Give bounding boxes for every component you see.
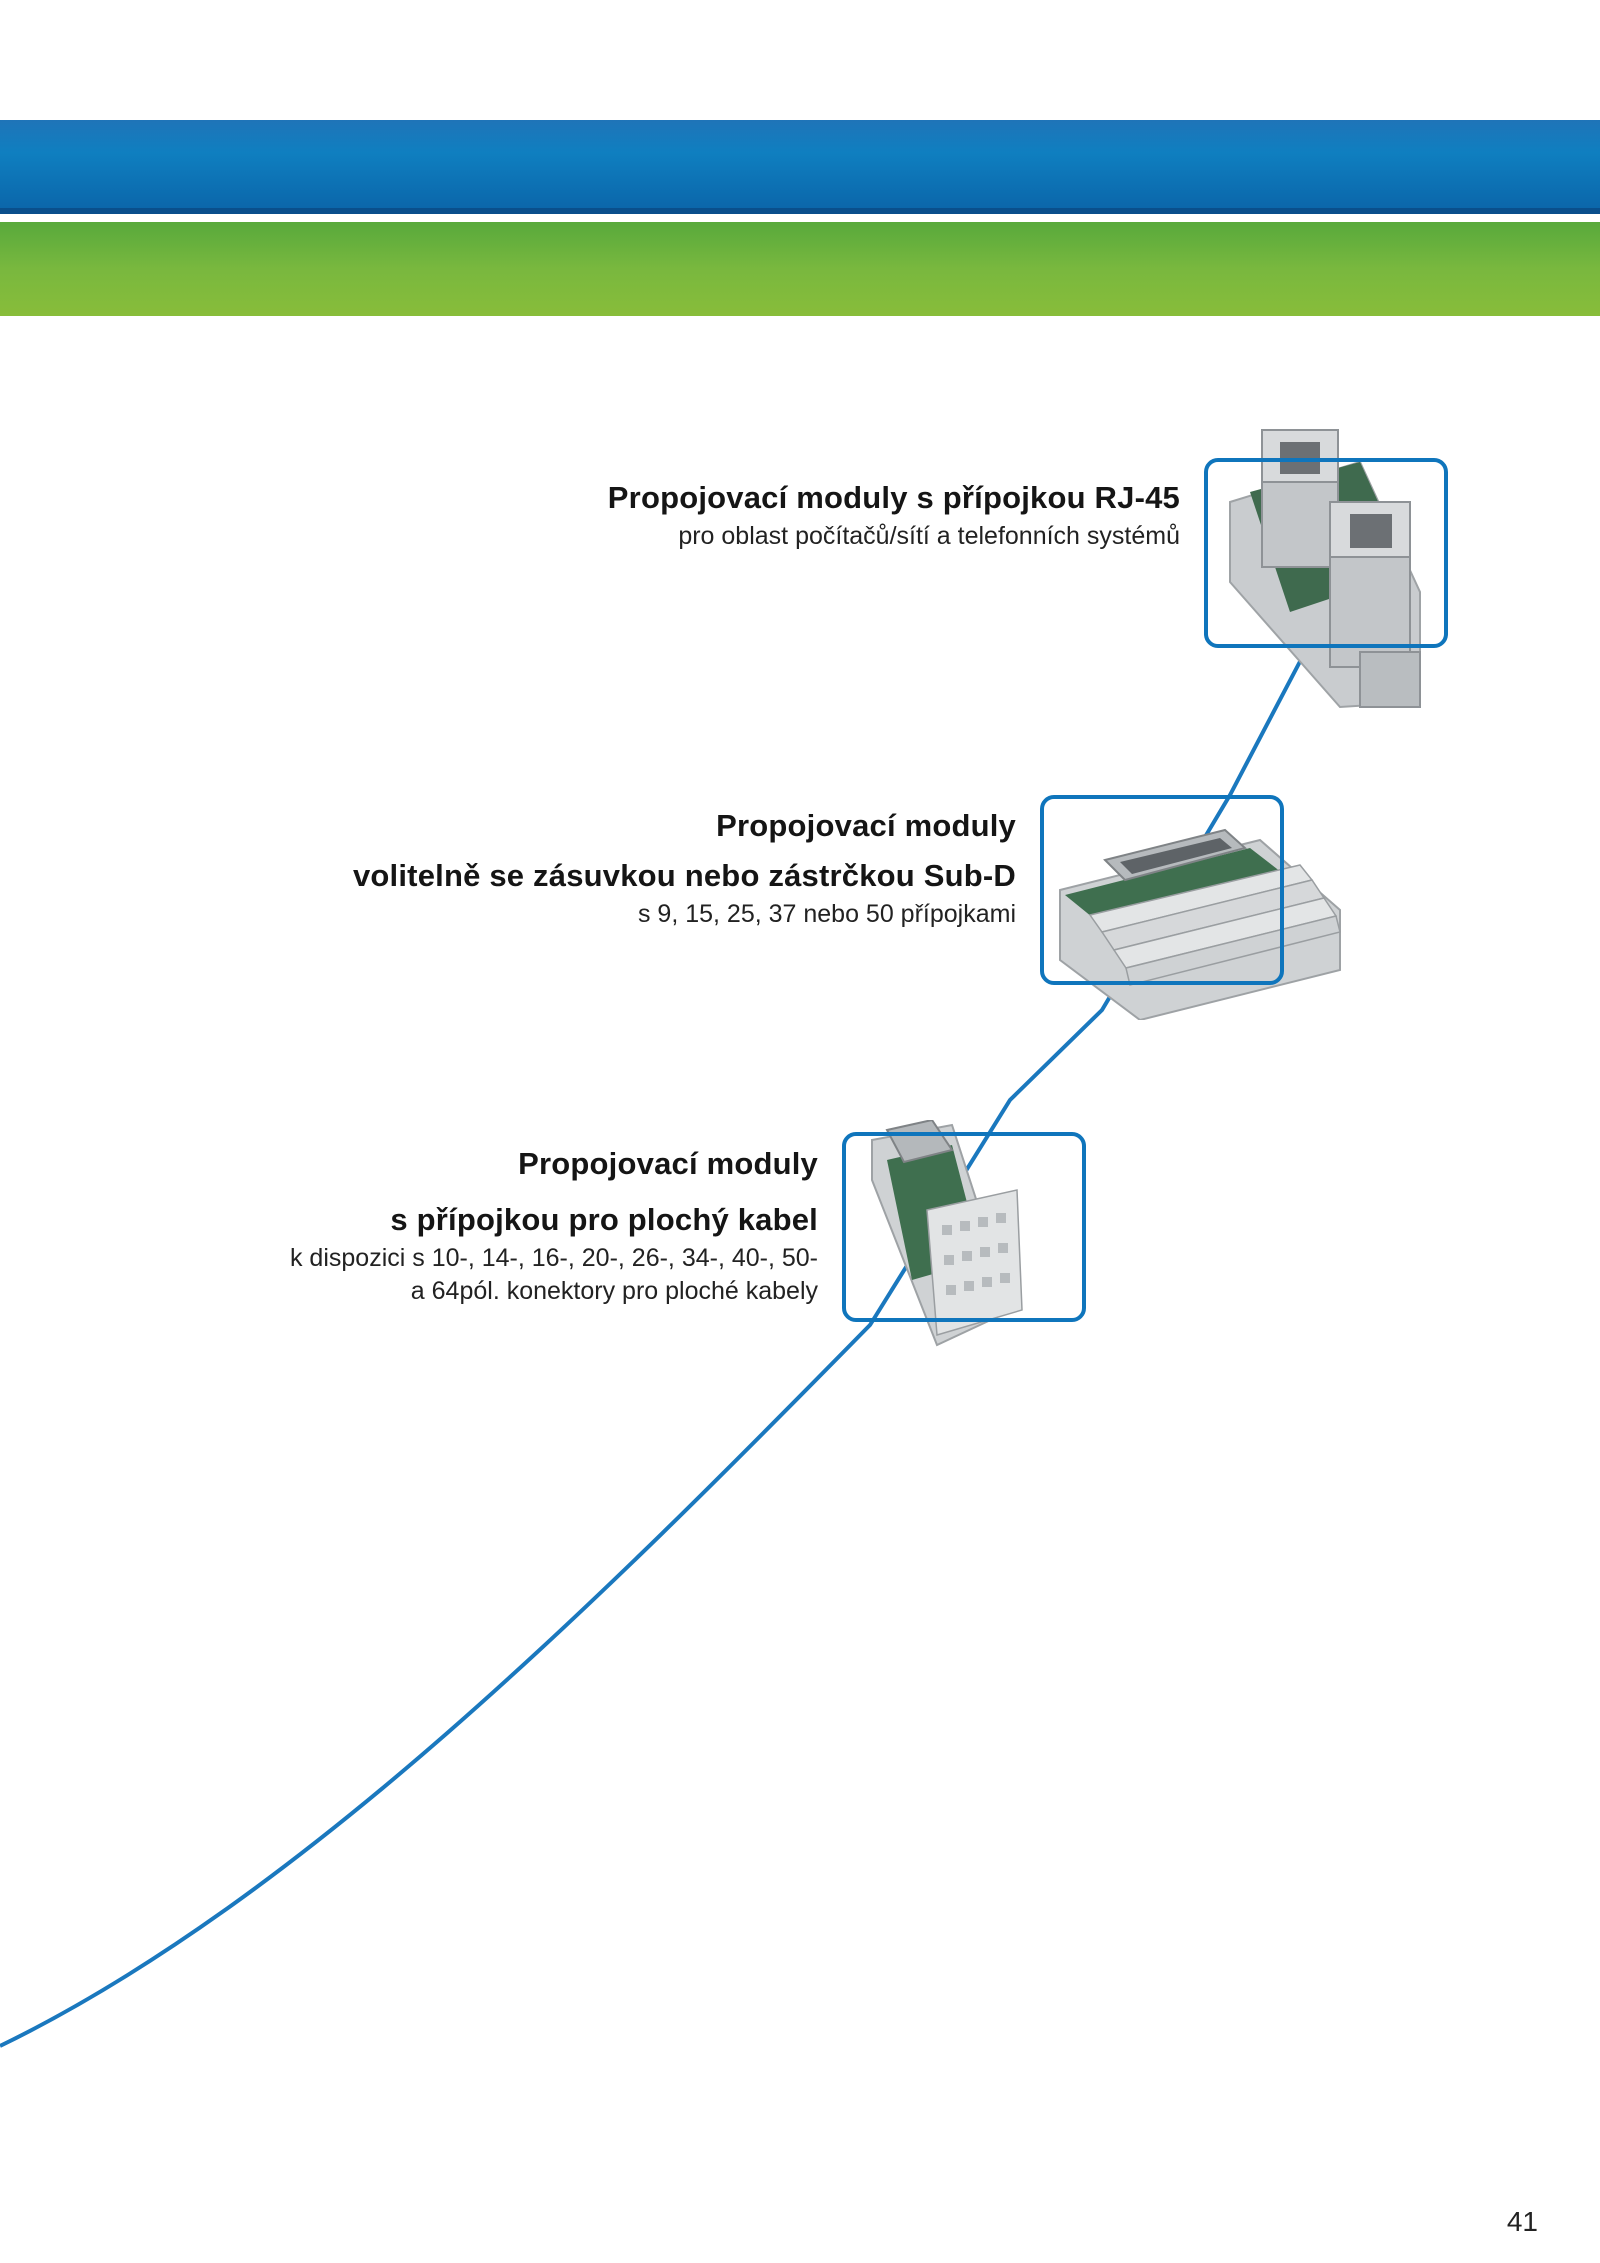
flatcable-module-image <box>871 1120 1023 1347</box>
section-subtitle: s 9, 15, 25, 37 nebo 50 přípojkami <box>637 900 1016 928</box>
section-rj45-text: Propojovací moduly s přípojkou RJ-45 pro… <box>608 476 1180 553</box>
header-band-green <box>0 222 1600 316</box>
rj45-module-image <box>1229 429 1421 709</box>
section-title-line2: s přípojkou pro plochý kabel <box>390 1202 818 1237</box>
section-subtitle: pro oblast počítačů/sítí a telefonních s… <box>678 522 1180 550</box>
section-title-line2: volitelně se zásuvkou nebo zástrčkou Sub… <box>352 858 1016 893</box>
section-flatcable-text: Propojovací moduly s přípojkou pro ploch… <box>290 1142 818 1308</box>
section-subtitle: k dispozici s 10-, 14-, 16-, 20-, 26-, 3… <box>289 1244 818 1272</box>
section-subtitle-line2: a 64pól. konektory pro ploché kabely <box>410 1277 818 1305</box>
section-title: Propojovací moduly <box>518 1146 818 1181</box>
header-band-blue <box>0 120 1600 214</box>
section-title: Propojovací moduly <box>716 808 1016 843</box>
subd-image-frame <box>1040 795 1284 985</box>
section-subd-text: Propojovací moduly volitelně se zásuvkou… <box>353 804 1016 931</box>
section-title: Propojovací moduly s přípojkou RJ-45 <box>607 480 1180 515</box>
page-number: 41 <box>1506 2206 1538 2237</box>
rj45-image-frame <box>1204 458 1448 648</box>
flatcable-image-frame <box>842 1132 1086 1322</box>
